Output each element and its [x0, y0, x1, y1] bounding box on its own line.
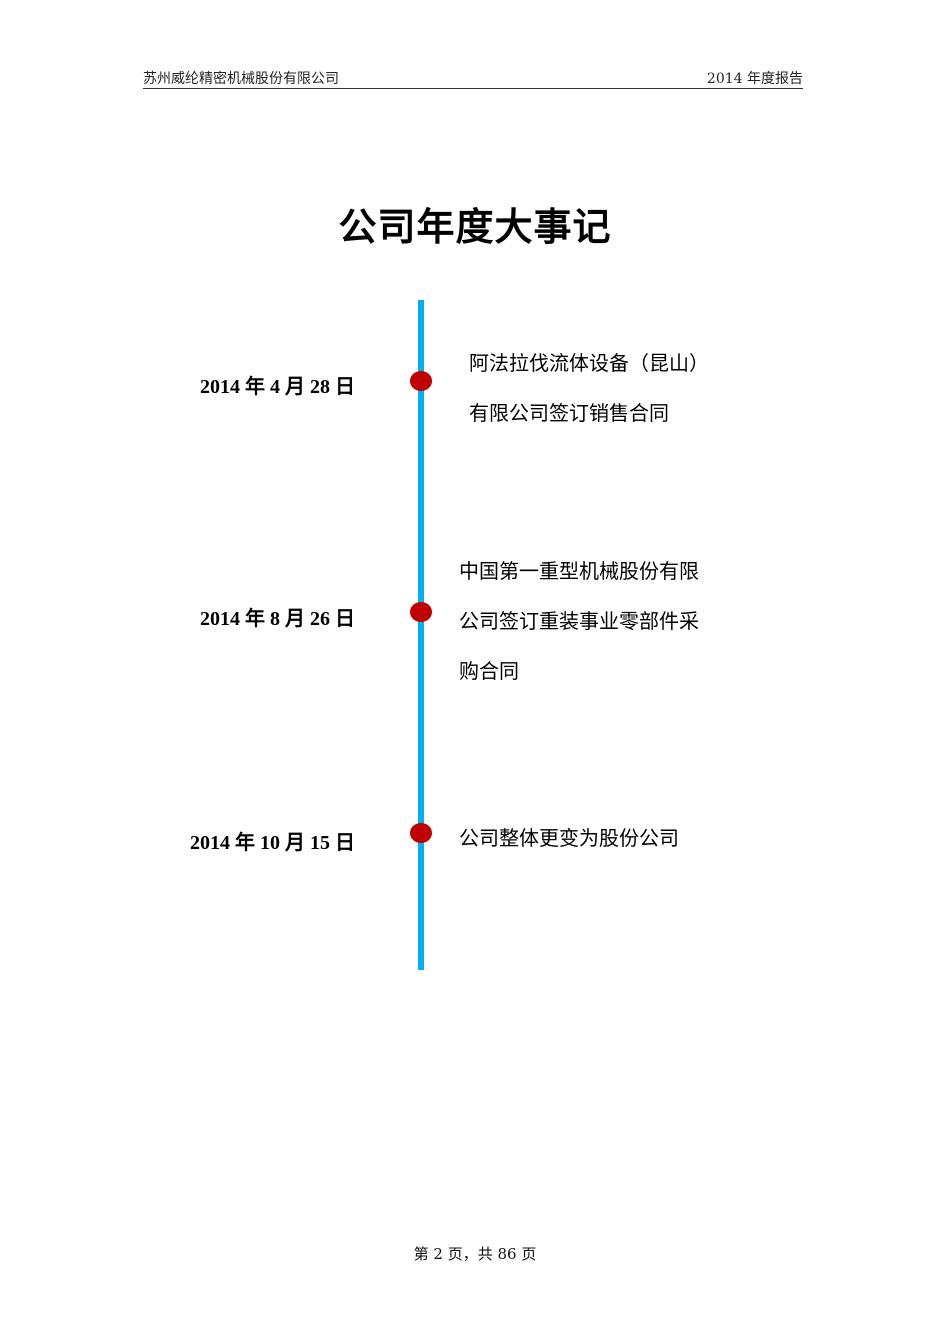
event-line: 中国第一重型机械股份有限 — [459, 559, 699, 583]
event-description: 中国第一重型机械股份有限 公司签订重装事业零部件采 购合同 — [459, 546, 699, 696]
header-report-title: 2014 年度报告 — [706, 71, 803, 87]
event-date: 2014 年 4 月 28 日 — [200, 376, 355, 398]
event-description: 阿法拉伐流体设备（昆山） 有限公司签订销售合同 — [469, 338, 709, 438]
event-date: 2014 年 8 月 26 日 — [200, 608, 355, 630]
event-date: 2014 年 10 月 15 日 — [190, 832, 355, 854]
event-description: 公司整体更变为股份公司 — [459, 813, 679, 863]
page-number: 第 2 页，共 86 页 — [413, 1245, 537, 1263]
event-line: 有限公司签订销售合同 — [469, 401, 669, 425]
timeline-dot-icon — [410, 823, 432, 843]
page-header: 苏州威纶精密机械股份有限公司 2014 年度报告 — [143, 68, 803, 89]
timeline-dot-icon — [410, 602, 432, 622]
page-title: 公司年度大事记 — [338, 205, 612, 249]
event-line: 购合同 — [459, 659, 519, 683]
event-line: 阿法拉伐流体设备（昆山） — [469, 351, 709, 375]
timeline-dot-icon — [410, 371, 432, 391]
event-line: 公司整体更变为股份公司 — [459, 826, 679, 850]
event-line: 公司签订重装事业零部件采 — [459, 609, 699, 633]
header-company-name: 苏州威纶精密机械股份有限公司 — [143, 71, 339, 87]
timeline-line — [418, 300, 424, 970]
